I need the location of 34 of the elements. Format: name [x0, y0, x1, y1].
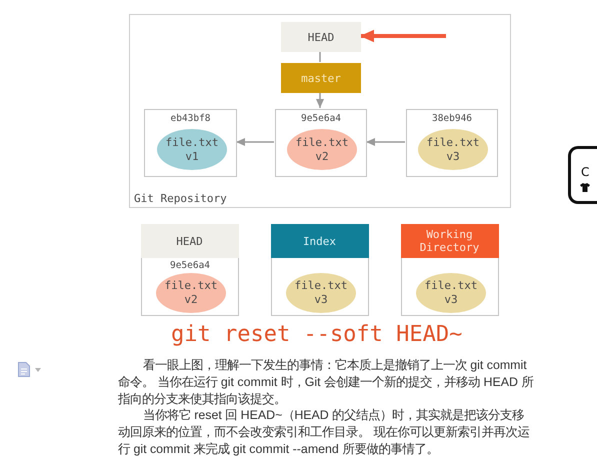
file-label: file.txt v2	[164, 279, 218, 307]
connector-line	[319, 51, 321, 62]
arrow	[316, 92, 324, 108]
arrow	[360, 30, 446, 42]
arrow	[366, 138, 405, 146]
file-label: file.txt v2	[294, 136, 350, 164]
file-label: file.txt v3	[424, 279, 478, 307]
branch-box	[281, 63, 361, 93]
column-frame	[141, 224, 239, 316]
file-label: file.txt v1	[164, 136, 220, 164]
commit-hash: 9e5e6a4	[300, 113, 342, 124]
file-label: file.txt v3	[426, 136, 480, 164]
paragraph: 当你将它 reset 回 HEAD~（HEAD 的父结点）时，其实就是把该分支移动回原来的位置，而不会改变索引和工作目录。 现在你可以更新索引并再次运行 git commit 来完成 git commit --amend 所要做的事情了。	[118, 407, 530, 458]
ref-label: HEAD	[308, 30, 334, 44]
column-header: HEAD	[140, 224, 238, 258]
commit-hash: 9e5e6a4	[170, 260, 210, 271]
ref-box	[281, 22, 361, 52]
commit-box	[144, 109, 237, 177]
commit-hash: eb43bf8	[170, 113, 211, 124]
column-frame	[401, 224, 499, 316]
commit-hash: 38eb946	[432, 113, 472, 124]
commit-box	[275, 109, 367, 177]
column-header: Index	[270, 224, 368, 258]
repository-frame	[129, 14, 511, 208]
paragraph: 看一眼上图，理解一下发生的事情：它本质上是撤销了上一次 git commit 命令。 当你在运行 git commit 时，Git 会创建一个新的提交，并移动 HEAD 所指向的分支来使其指向该提交。	[118, 357, 534, 408]
command-caption: git reset --soft HEAD~	[171, 321, 462, 349]
column-frame	[271, 224, 369, 316]
arrow	[236, 138, 274, 146]
column-header: Working Directory	[400, 224, 498, 258]
file-label: file.txt v3	[294, 279, 348, 307]
widget-label: C	[581, 165, 590, 179]
frame-label: Git Repository	[134, 192, 227, 205]
branch-label: master	[301, 72, 341, 84]
commit-box	[406, 109, 498, 177]
